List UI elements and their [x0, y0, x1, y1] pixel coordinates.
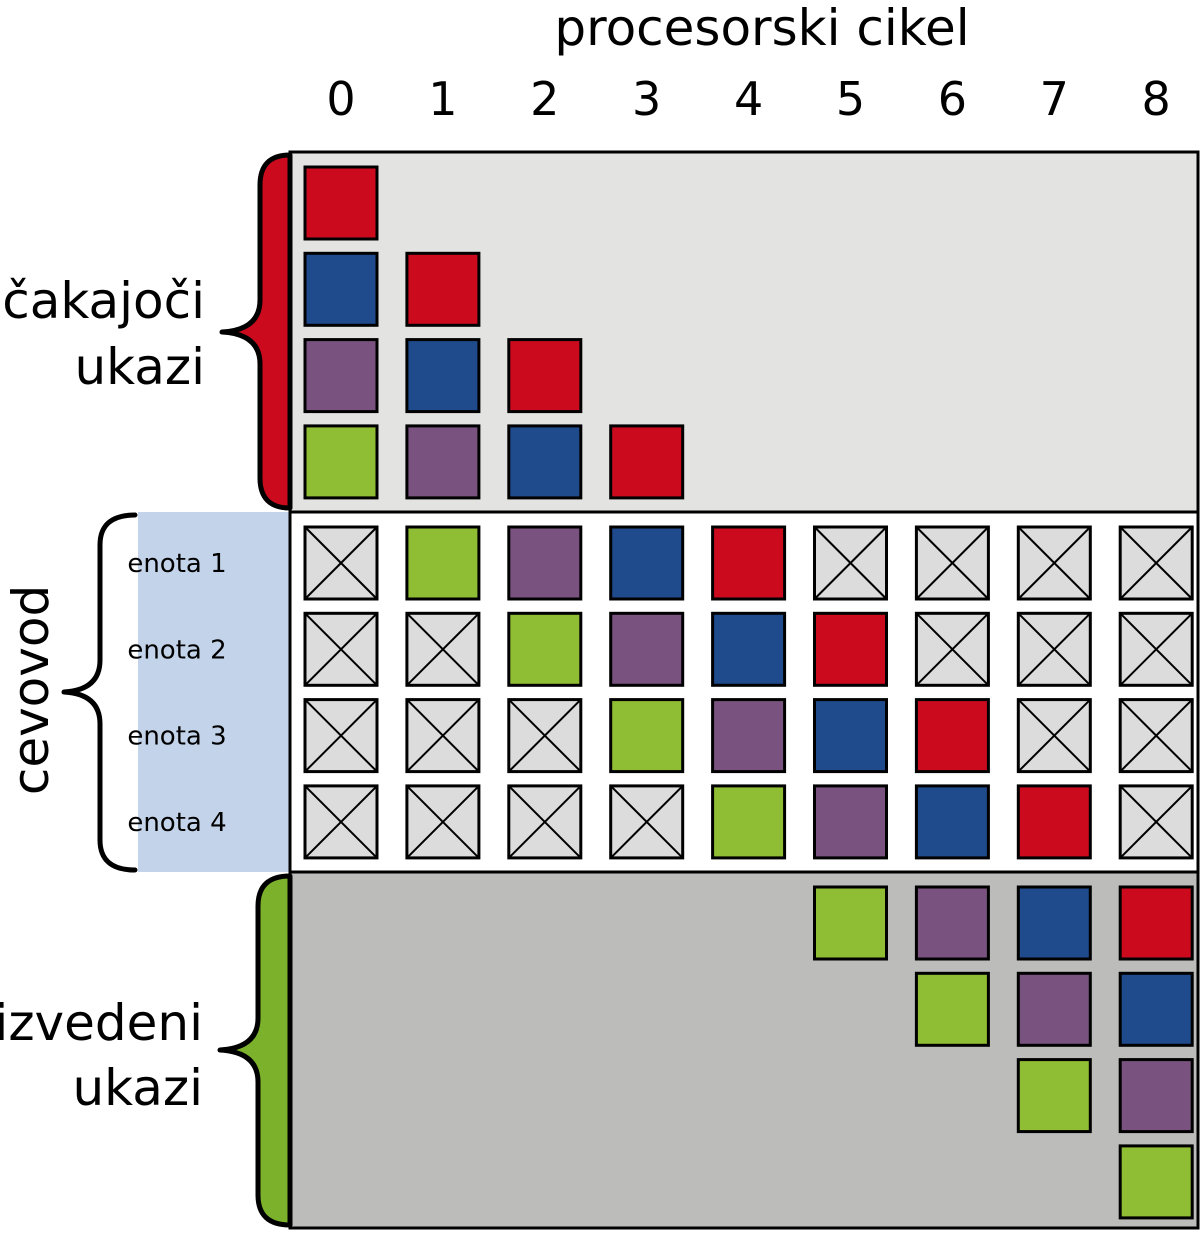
pipeline-label-panel [138, 512, 290, 872]
pipeline-empty-cell [1118, 698, 1194, 774]
cycle-label: 0 [326, 72, 355, 126]
pipeline-empty-cell [1016, 611, 1092, 687]
waiting-instruction-cell [609, 424, 685, 500]
executed-instruction-cell [1016, 1058, 1092, 1134]
pipeline-empty-cell [813, 525, 888, 601]
cycle-label: 8 [1142, 72, 1171, 126]
pipeline-instruction-cell [711, 698, 787, 774]
pipeline-empty-cell [303, 698, 379, 774]
pipeline-empty-cell [1016, 698, 1092, 774]
waiting-label-line2: ukazi [74, 338, 205, 396]
executed-instruction-cell [1118, 971, 1194, 1047]
waiting-instruction-cell [507, 338, 583, 414]
pipeline-instruction-cell [507, 525, 583, 601]
pipeline-instruction-cell [711, 784, 787, 860]
pipeline-instruction-cell [914, 698, 990, 774]
pipeline-empty-cell [303, 784, 379, 860]
pipeline-empty-cell [303, 525, 379, 601]
cycle-label: 6 [938, 72, 967, 126]
executed-brace [217, 873, 293, 1228]
pipeline-empty-cell [405, 698, 481, 774]
waiting-brace [219, 152, 293, 511]
cycle-label: 2 [530, 72, 559, 126]
pipeline-empty-cell [1118, 525, 1194, 601]
pipeline-empty-cell [609, 784, 685, 860]
pipeline-instruction-cell [507, 611, 583, 687]
pipeline-unit-labels: enota 1 enota 2 enota 3 enota 4 [127, 549, 226, 838]
pipeline-instruction-cell [813, 611, 888, 687]
waiting-instruction-cell [405, 424, 481, 500]
pipeline-instruction-cell [813, 784, 888, 860]
pipeline-empty-cell [303, 611, 379, 687]
cycle-label: 4 [734, 72, 763, 126]
pipeline-instruction-cell [711, 525, 787, 601]
pipeline-brace [61, 512, 138, 873]
cycle-label: 5 [836, 72, 865, 126]
cycle-label: 7 [1040, 72, 1069, 126]
pipeline-empty-cell [507, 784, 583, 860]
cycle-label: 3 [632, 72, 661, 126]
pipeline-empty-cell [1118, 611, 1194, 687]
pipeline-instruction-cell [1016, 784, 1092, 860]
pipeline-unit-label: enota 4 [127, 808, 226, 838]
waiting-instruction-cell [303, 165, 379, 241]
executed-instruction-cell [1118, 1144, 1194, 1220]
pipeline-unit-label: enota 2 [127, 635, 226, 665]
pipeline-instruction-cell [609, 611, 685, 687]
waiting-instruction-cell [303, 251, 379, 327]
cycle-axis-labels: 0 1 2 3 4 5 6 7 8 [326, 72, 1170, 126]
pipeline-empty-cell [914, 525, 990, 601]
pipeline-instruction-cell [813, 698, 888, 774]
executed-instruction-cell [813, 885, 888, 961]
pipeline-instruction-cell [914, 784, 990, 860]
executed-label-line1: izvedeni [0, 994, 203, 1052]
waiting-instruction-cell [405, 338, 481, 414]
executed-instruction-cell [1118, 885, 1194, 961]
diagram-title: procesorski cikel [554, 0, 969, 57]
pipeline-empty-cell [405, 784, 481, 860]
pipeline-instruction-cell [609, 698, 685, 774]
waiting-instruction-cell [303, 424, 379, 500]
pipeline-empty-cell [405, 611, 481, 687]
pipeline-unit-label: enota 1 [127, 549, 226, 579]
waiting-label-line1: čakajoči [2, 272, 205, 330]
pipeline-instruction-cell [711, 611, 787, 687]
pipeline-empty-cell [507, 698, 583, 774]
instruction-cells [303, 165, 1194, 1220]
pipeline-instruction-cell [609, 525, 685, 601]
pipeline-empty-cell [1118, 784, 1194, 860]
executed-label-line2: ukazi [72, 1059, 203, 1117]
waiting-instruction-cell [507, 424, 583, 500]
pipeline-empty-cell [914, 611, 990, 687]
executed-instruction-cell [1118, 1058, 1194, 1134]
waiting-instruction-cell [303, 338, 379, 414]
pipeline-instruction-cell [405, 525, 481, 601]
pipeline-label: cevovod [2, 585, 60, 795]
executed-instruction-cell [914, 971, 990, 1047]
pipeline-empty-cell [1016, 525, 1092, 601]
executed-instruction-cell [914, 885, 990, 961]
waiting-instruction-cell [405, 251, 481, 327]
executed-instruction-cell [1016, 971, 1092, 1047]
executed-instruction-cell [1016, 885, 1092, 961]
cycle-label: 1 [428, 72, 457, 126]
pipeline-unit-label: enota 3 [127, 722, 226, 752]
